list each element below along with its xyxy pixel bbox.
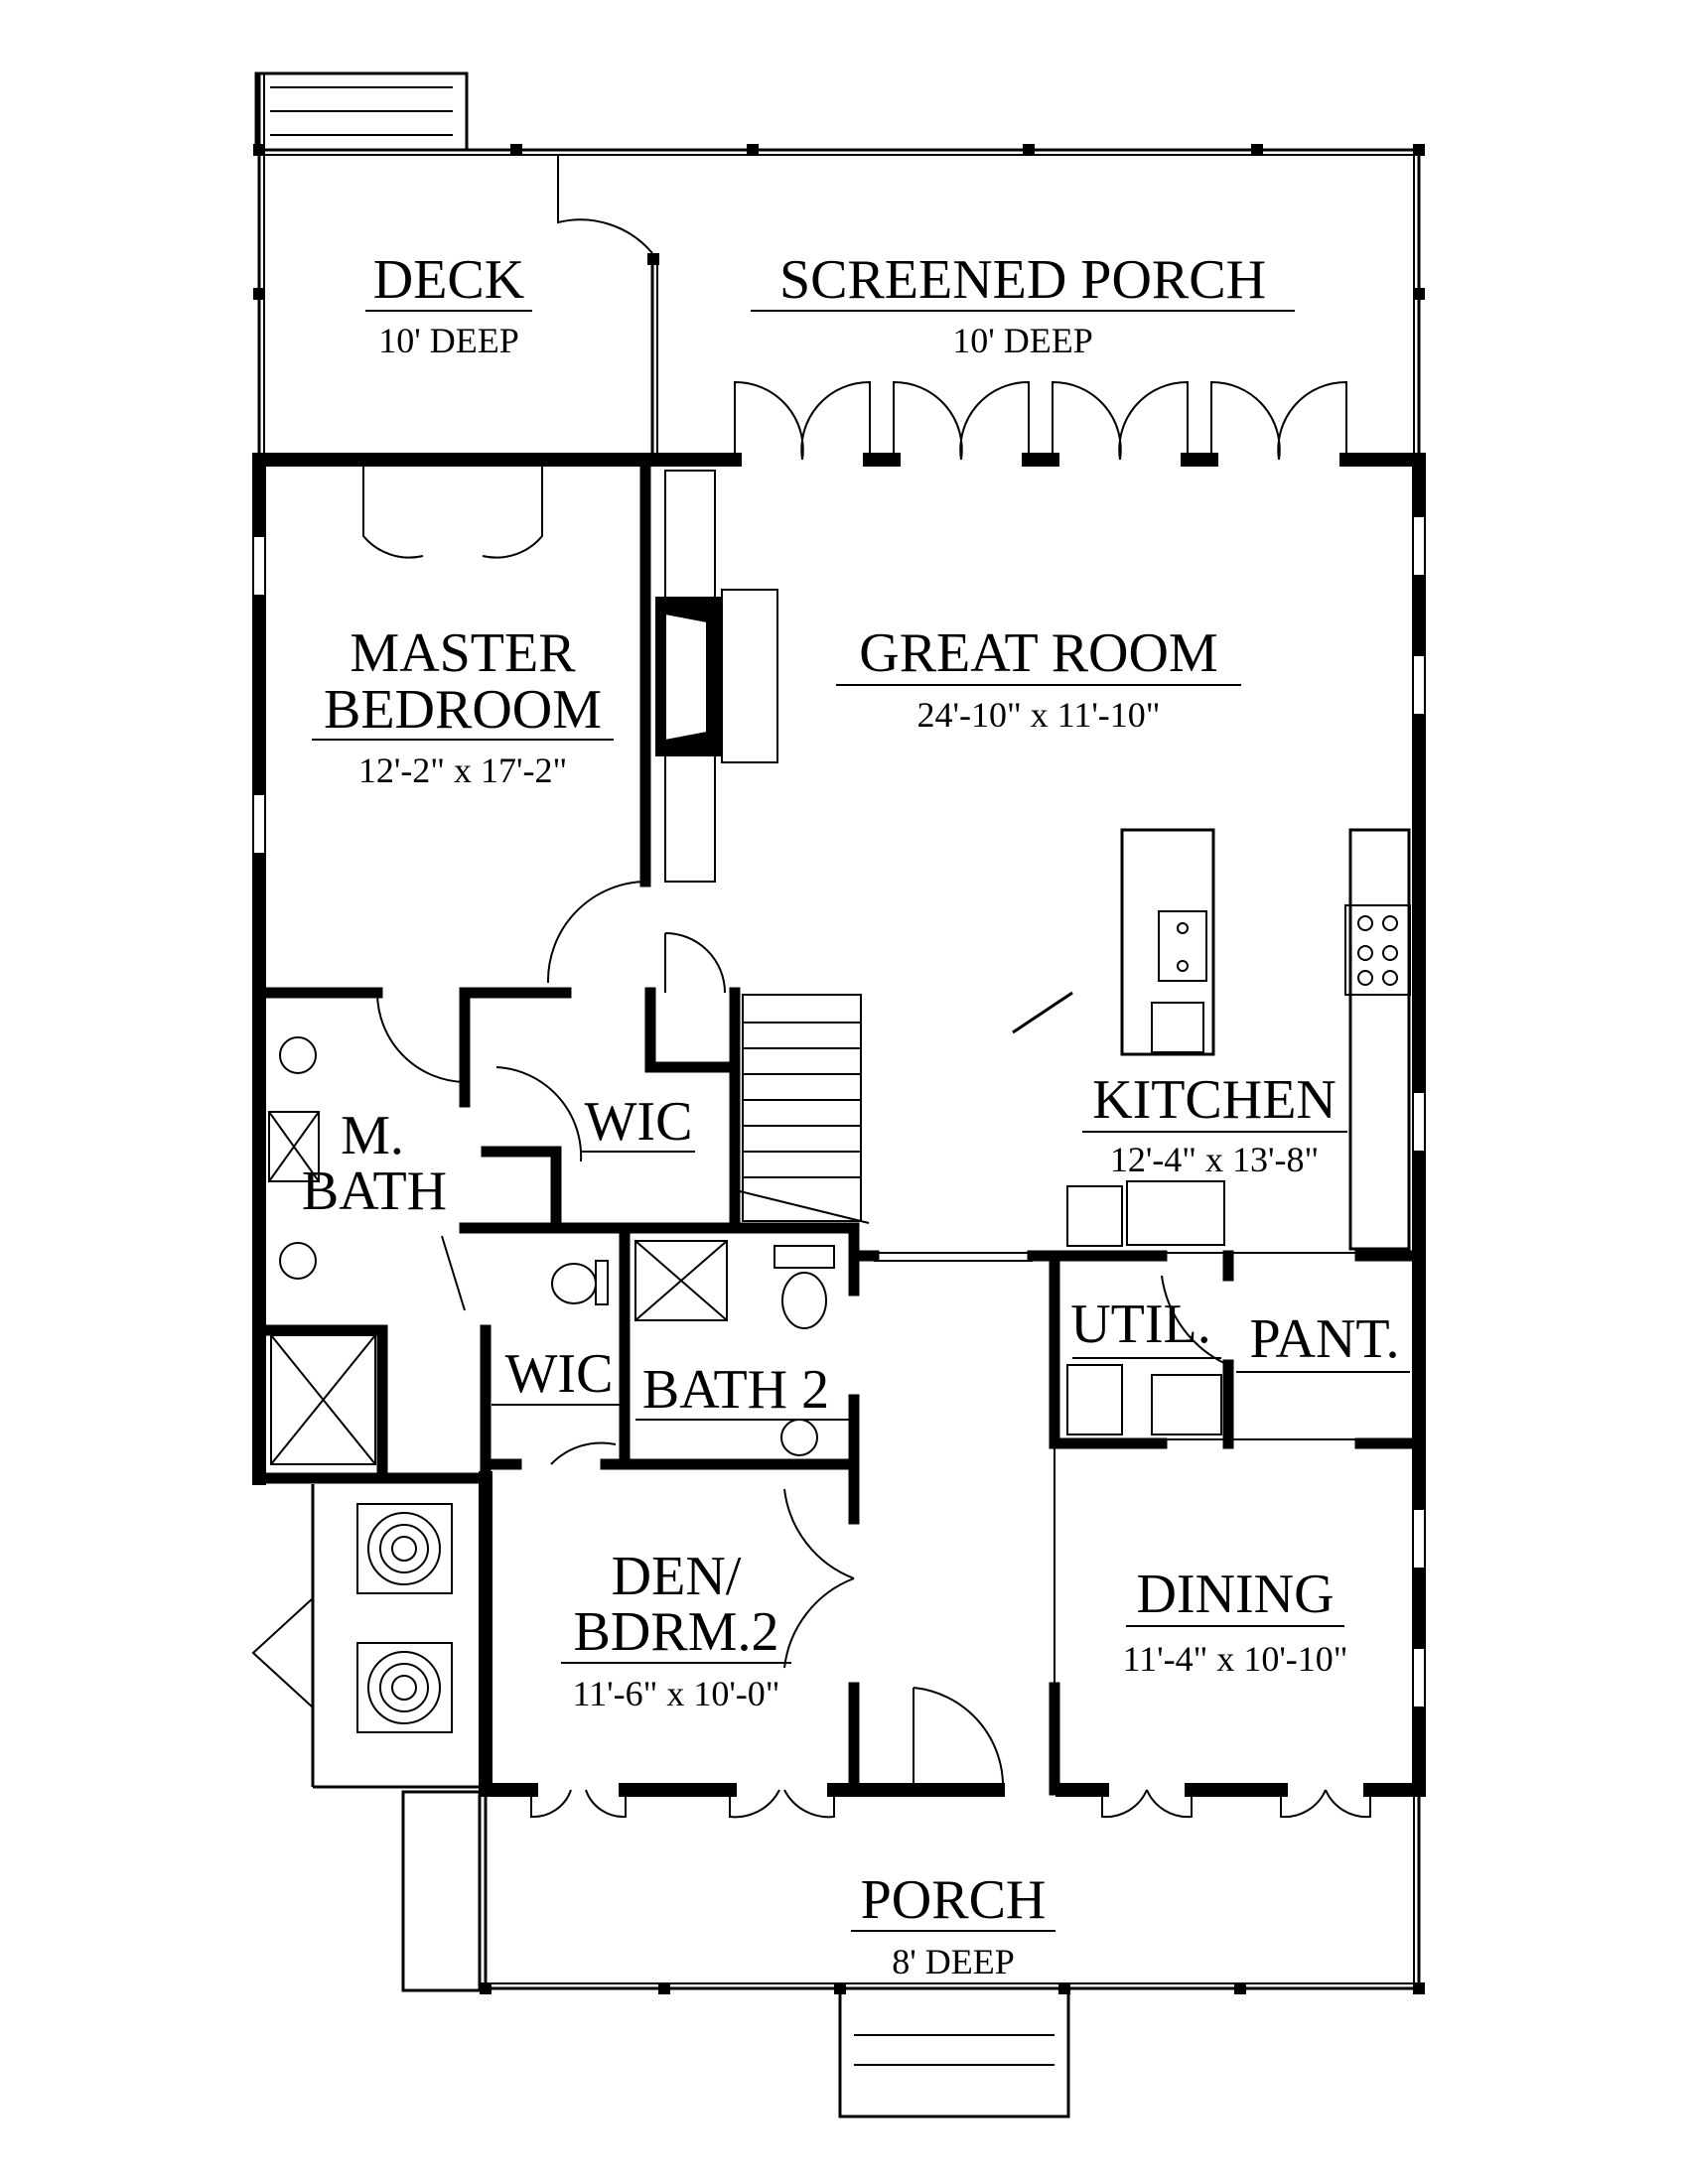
great-room-dim: 24'-10" x 11'-10" <box>916 695 1160 735</box>
bath2-label: BATH 2 <box>642 1359 829 1421</box>
utility-label: UTIL. <box>1070 1294 1211 1355</box>
master-bedroom-label-1: MASTER <box>350 622 576 684</box>
wic-den-label: WIC <box>505 1343 614 1405</box>
stairs <box>739 994 870 1224</box>
porch-dim: 8' DEEP <box>892 1942 1015 1981</box>
side-stairs <box>401 1790 482 1992</box>
deck-door-swing <box>557 155 653 254</box>
front-porch <box>480 1789 1425 2118</box>
kitchen-dim: 12'-4" x 13'-8" <box>1110 1140 1319 1179</box>
kitchen-fixtures <box>1066 828 1411 1251</box>
pantry-label: PANT. <box>1250 1308 1400 1370</box>
master-bedroom-label-2: BEDROOM <box>324 679 602 741</box>
deck-label: DECK <box>373 249 524 311</box>
bath-fixtures <box>268 1036 835 1465</box>
master-bath-label-2: BATH <box>302 1160 447 1222</box>
hvac-area <box>251 1484 486 1992</box>
den-label-2: BDRM.2 <box>574 1601 779 1663</box>
screened-porch-dim: 10' DEEP <box>952 321 1093 360</box>
room-labels: DECK 10' DEEP SCREENED PORCH 10' DEEP MA… <box>302 249 1410 1981</box>
deck-dim: 10' DEEP <box>378 321 519 360</box>
rear-porch-outline <box>253 73 1425 454</box>
interior-walls <box>253 466 1425 1796</box>
porch-label: PORCH <box>861 1869 1047 1931</box>
kitchen-label: KITCHEN <box>1092 1069 1336 1131</box>
den-dim: 11'-6" x 10'-0" <box>572 1674 779 1713</box>
dining-label: DINING <box>1136 1564 1334 1625</box>
wic-master-label: WIC <box>585 1091 693 1153</box>
front-steps <box>838 1986 1070 2118</box>
screened-porch-label: SCREENED PORCH <box>779 249 1266 311</box>
deck-stairs <box>254 71 469 152</box>
fireplace <box>655 470 778 883</box>
master-bedroom-dim: 12'-2" x 17'-2" <box>358 751 567 790</box>
master-bath-label-1: M. <box>341 1105 404 1166</box>
rear-french-doors <box>362 380 1347 559</box>
den-label-1: DEN/ <box>612 1546 742 1607</box>
utility-fixtures <box>1066 1364 1222 1435</box>
great-room-label: GREAT ROOM <box>859 622 1217 684</box>
dining-dim: 11'-4" x 10'-10" <box>1122 1639 1347 1679</box>
interior-door-swings <box>376 881 1229 1791</box>
cooktop <box>1344 904 1411 996</box>
exterior-walls <box>252 453 1426 1797</box>
